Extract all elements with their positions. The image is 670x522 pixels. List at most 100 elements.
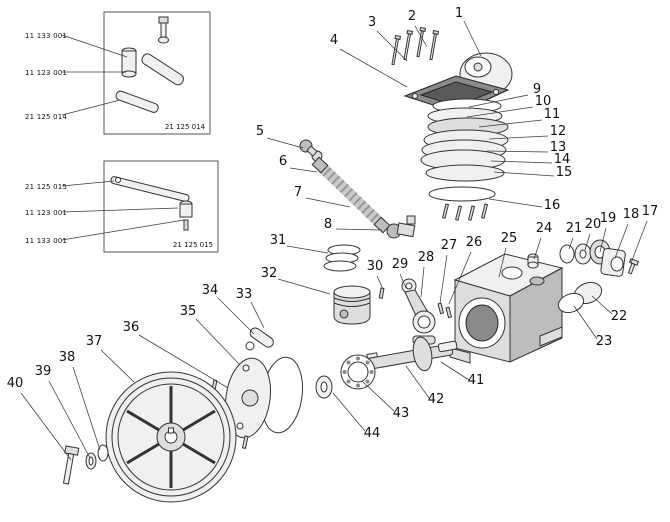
leader-line-34 [217, 297, 255, 335]
callout-label-21-125-015: 21 125 015 [25, 183, 67, 191]
callout-label-4: 4 [330, 33, 338, 48]
bearing-balls [342, 356, 374, 388]
callout-label-16: 16 [544, 198, 561, 213]
inset-top-reed-strip-1 [141, 53, 185, 86]
callout-label-44: 44 [364, 426, 381, 441]
shaft-washer [315, 375, 333, 399]
leader-line-19 [599, 227, 607, 253]
callout-label-14: 14 [554, 152, 571, 167]
leader-line-43 [361, 380, 395, 412]
hose-nut [311, 156, 329, 174]
callout-label-33: 33 [236, 287, 253, 302]
crank-journal [437, 340, 458, 353]
bearing-cover-parts [557, 239, 640, 314]
side-cover-gasket [557, 292, 585, 314]
cylinder-gasket [428, 186, 496, 202]
crankcase [449, 253, 564, 364]
leader-line-20 [584, 233, 591, 251]
leader-line-21 [568, 237, 574, 250]
leader-line-22 [591, 295, 613, 315]
leader-line-14 [490, 160, 553, 164]
leader-line-13 [486, 150, 549, 153]
callout-label-25: 25 [501, 231, 518, 246]
leader-line-11-133-001 [61, 219, 185, 241]
wrist-pin-hole [339, 309, 349, 319]
breather-plug [527, 253, 539, 269]
leader-line-5 [266, 137, 304, 149]
leader-line-29 [399, 273, 407, 289]
cylinder-port [501, 266, 523, 280]
callout-label-11-133-001: 11 133 001 [25, 32, 67, 40]
leader-line-42 [405, 365, 430, 399]
callout-label-6: 6 [279, 154, 287, 169]
hose-nut [373, 216, 391, 234]
leader-line-18 [614, 223, 629, 259]
callout-label-36: 36 [123, 320, 140, 335]
rod-bolt [445, 306, 453, 319]
callout-label-41: 41 [468, 373, 485, 388]
inset-bottom-valve [179, 200, 193, 231]
oil-port [529, 276, 545, 286]
flywheel [105, 371, 237, 503]
inset-bottom-reed-strip [110, 176, 190, 203]
leader-line-17 [630, 220, 648, 264]
cover-bolt [627, 258, 640, 275]
rod-bolt [437, 302, 445, 315]
bolt-icon [391, 34, 402, 66]
callout-label-3: 3 [368, 15, 376, 30]
callout-label-2: 2 [408, 9, 416, 24]
leader-line-6 [289, 167, 318, 173]
leader-line-24 [533, 237, 542, 260]
callout-label-21: 21 [566, 221, 583, 236]
wrist-pin [245, 327, 274, 351]
leader-line-11-133-001 [61, 34, 128, 58]
callout-label-18: 18 [623, 207, 640, 222]
dowel-pin [378, 287, 385, 299]
callout-label-37: 37 [86, 334, 103, 349]
leader-line-10 [466, 106, 534, 118]
leader-line-35 [195, 318, 241, 366]
callout-label-15: 15 [556, 165, 573, 180]
crank-web [412, 336, 433, 372]
inset-bottom-label: 21 125 015 [173, 241, 213, 249]
leader-line-4 [339, 48, 408, 88]
head-bolts [391, 26, 440, 66]
callout-label-32: 32 [261, 266, 278, 281]
callout-label-31: 31 [270, 233, 287, 248]
inset-top-fitting [158, 16, 169, 44]
leader-line-37 [100, 349, 135, 383]
callout-label-19: 19 [600, 211, 617, 226]
keyway [168, 427, 174, 434]
leader-line-44 [332, 392, 366, 432]
leader-line-9 [468, 94, 529, 108]
leader-line-21-125-015 [61, 180, 115, 187]
callout-label-43: 43 [393, 406, 410, 421]
cylinder-studs [442, 203, 489, 221]
leader-line-31 [286, 245, 329, 254]
callout-label-22: 22 [611, 309, 628, 324]
leader-line-7 [305, 197, 351, 208]
flywheel-bolt-set [62, 444, 109, 485]
inset-box-top: 21 125 014 [103, 11, 211, 135]
leader-line-26 [448, 251, 472, 305]
callout-label-29: 29 [392, 257, 409, 272]
leader-line-27 [439, 254, 448, 304]
callout-label-39: 39 [35, 364, 52, 379]
valve-plate-stack [420, 98, 509, 221]
leader-line-32 [277, 278, 331, 295]
leader-line-2 [414, 25, 428, 48]
callout-label-10: 10 [535, 94, 552, 109]
inset-bottom-frame [103, 160, 219, 253]
cylinder-base-plate [425, 164, 505, 182]
callout-label-7: 7 [294, 185, 302, 200]
callout-label-21-125-014: 21 125 014 [25, 113, 67, 121]
callout-label-9: 9 [533, 82, 541, 97]
callout-label-24: 24 [536, 221, 553, 236]
hose-tee-fitting [386, 215, 416, 239]
leader-line-23 [573, 305, 598, 340]
inset-top-reed-strip-2 [115, 90, 159, 113]
callout-label-26: 26 [466, 235, 483, 250]
leader-line-16 [488, 198, 543, 208]
leader-line-21-125-014 [61, 99, 121, 116]
